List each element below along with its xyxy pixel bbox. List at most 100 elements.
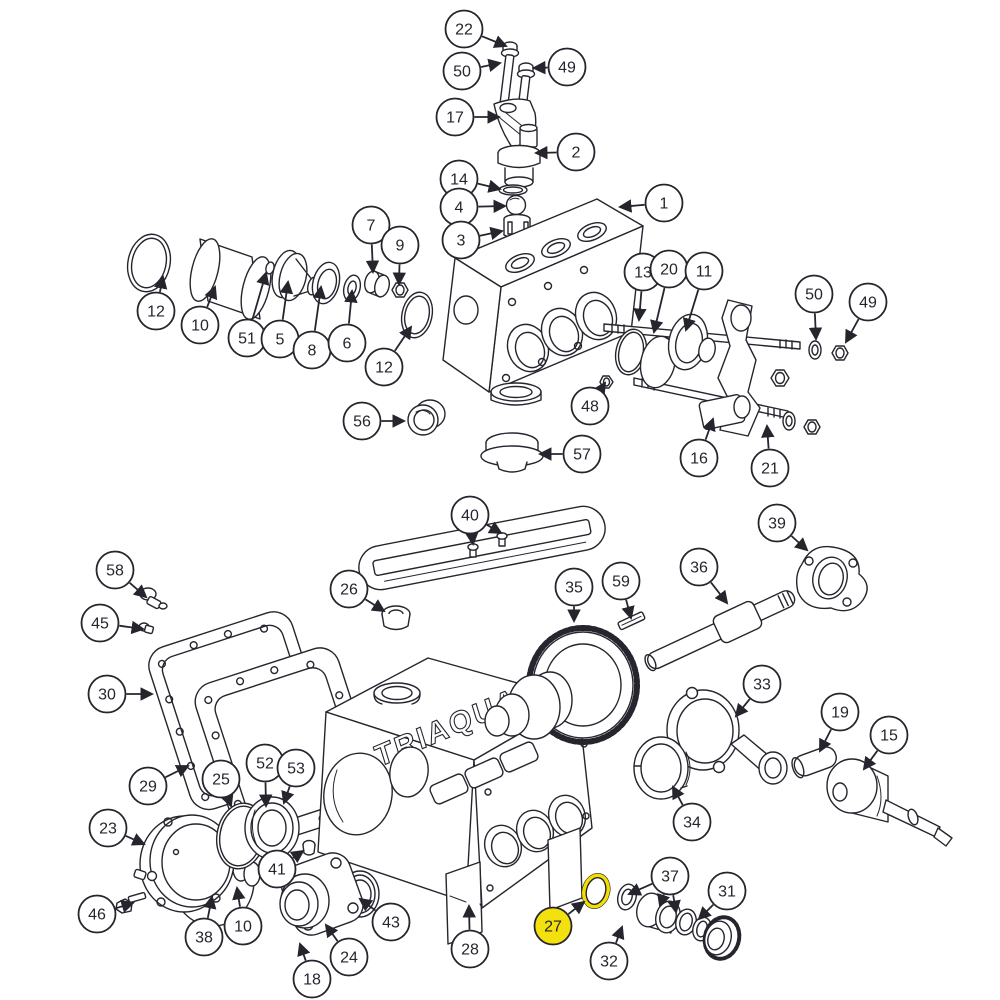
callout-37[interactable]: 37 xyxy=(627,856,690,914)
callout-46-bubble[interactable] xyxy=(77,894,117,934)
callout-39-bubble[interactable] xyxy=(757,503,797,543)
callout-43[interactable]: 43 xyxy=(358,897,411,942)
callout-49[interactable]: 49 xyxy=(531,47,587,87)
callout-37-bubble[interactable] xyxy=(650,856,690,896)
callout-50[interactable]: 50 xyxy=(794,274,834,342)
callout-24-bubble[interactable] xyxy=(329,937,369,977)
callout-22-bubble[interactable] xyxy=(444,9,484,49)
callout-7-bubble[interactable] xyxy=(351,205,391,245)
callout-46[interactable]: 46 xyxy=(77,894,135,934)
callout-16[interactable]: 16 xyxy=(679,417,719,478)
callout-27-bubble[interactable] xyxy=(533,906,573,946)
callout-36[interactable]: 36 xyxy=(679,547,729,605)
callout-9[interactable]: 9 xyxy=(380,225,420,287)
callout-2[interactable]: 2 xyxy=(533,132,596,172)
callout-2-bubble[interactable] xyxy=(556,132,596,172)
callout-26[interactable]: 26 xyxy=(329,569,386,613)
callout-36-bubble[interactable] xyxy=(679,547,719,587)
callout-50[interactable]: 50 xyxy=(442,51,502,91)
callout-23-bubble[interactable] xyxy=(88,808,128,848)
callout-13[interactable]: 13 xyxy=(623,252,663,323)
callout-34-bubble[interactable] xyxy=(672,802,712,842)
callout-7[interactable]: 7 xyxy=(351,205,391,275)
callout-45-bubble[interactable] xyxy=(80,603,120,643)
callout-31-bubble[interactable] xyxy=(707,871,747,911)
callout-6[interactable]: 6 xyxy=(327,288,367,363)
callout-41[interactable]: 41 xyxy=(257,849,305,889)
callout-38[interactable]: 38 xyxy=(184,895,224,957)
callout-12-bubble[interactable] xyxy=(136,291,176,331)
callout-18-bubble[interactable] xyxy=(292,959,332,999)
callout-43-bubble[interactable] xyxy=(371,902,411,942)
callout-17[interactable]: 17 xyxy=(435,97,502,137)
callout-39[interactable]: 39 xyxy=(757,503,809,552)
callout-50-bubble[interactable] xyxy=(442,51,482,91)
callout-15[interactable]: 15 xyxy=(862,715,909,771)
callout-28[interactable]: 28 xyxy=(450,903,490,969)
callout-6-bubble[interactable] xyxy=(327,323,367,363)
callout-28-bubble[interactable] xyxy=(450,929,490,969)
callout-10[interactable]: 10 xyxy=(223,886,263,946)
callout-10-bubble[interactable] xyxy=(180,305,220,345)
callout-45[interactable]: 45 xyxy=(80,603,146,643)
callout-50-bubble[interactable] xyxy=(794,274,834,314)
callout-12[interactable]: 12 xyxy=(364,325,413,387)
callout-22[interactable]: 22 xyxy=(444,9,508,49)
callout-15-bubble[interactable] xyxy=(869,715,909,755)
callout-56-bubble[interactable] xyxy=(342,401,382,441)
callout-5[interactable]: 5 xyxy=(260,279,300,359)
callout-29[interactable]: 29 xyxy=(128,765,190,806)
callout-32[interactable]: 32 xyxy=(589,925,629,981)
callout-14[interactable]: 14 xyxy=(439,159,502,199)
callout-19-bubble[interactable] xyxy=(820,692,860,732)
callout-49[interactable]: 49 xyxy=(845,282,888,344)
callout-27[interactable]: 27 xyxy=(533,900,586,946)
callout-11[interactable]: 11 xyxy=(682,251,724,332)
callout-41-bubble[interactable] xyxy=(257,849,297,889)
callout-21-bubble[interactable] xyxy=(750,448,790,488)
callout-30[interactable]: 30 xyxy=(87,674,155,714)
callout-23[interactable]: 23 xyxy=(88,808,146,848)
callout-35[interactable]: 35 xyxy=(554,567,594,624)
callout-40[interactable]: 40 xyxy=(450,495,503,547)
callout-10-bubble[interactable] xyxy=(223,906,263,946)
callout-38-bubble[interactable] xyxy=(184,917,224,957)
callout-3[interactable]: 3 xyxy=(441,220,504,260)
callout-48[interactable]: 48 xyxy=(570,381,610,426)
callout-58-bubble[interactable] xyxy=(95,550,135,590)
callout-59-bubble[interactable] xyxy=(601,561,641,601)
callout-1[interactable]: 1 xyxy=(617,183,684,223)
callout-34[interactable]: 34 xyxy=(672,785,712,842)
callout-12[interactable]: 12 xyxy=(136,275,176,331)
callout-53[interactable]: 53 xyxy=(276,748,316,805)
callout-26-bubble[interactable] xyxy=(329,569,369,609)
callout-40-bubble[interactable] xyxy=(450,495,490,535)
callout-12-bubble[interactable] xyxy=(364,347,404,387)
callout-33[interactable]: 33 xyxy=(734,664,782,718)
callout-59[interactable]: 59 xyxy=(601,561,641,620)
callout-4[interactable]: 4 xyxy=(439,187,508,227)
callout-25-bubble[interactable] xyxy=(201,759,241,799)
callout-24[interactable]: 24 xyxy=(324,923,369,977)
callout-3-bubble[interactable] xyxy=(441,220,481,260)
callout-35-bubble[interactable] xyxy=(554,567,594,607)
callout-18[interactable]: 18 xyxy=(292,942,332,999)
callout-48-bubble[interactable] xyxy=(570,386,610,426)
callout-57-bubble[interactable] xyxy=(562,434,602,474)
callout-9-bubble[interactable] xyxy=(380,225,420,265)
callout-57[interactable]: 57 xyxy=(537,434,602,474)
callout-53-bubble[interactable] xyxy=(276,748,316,788)
callout-51[interactable]: 51 xyxy=(227,271,270,358)
callout-49-bubble[interactable] xyxy=(547,47,587,87)
callout-49-bubble[interactable] xyxy=(848,282,888,322)
callout-17-bubble[interactable] xyxy=(435,97,475,137)
callout-1-bubble[interactable] xyxy=(644,183,684,223)
callout-11-bubble[interactable] xyxy=(684,251,724,291)
callout-29-bubble[interactable] xyxy=(128,766,168,806)
callout-16-bubble[interactable] xyxy=(679,438,719,478)
callout-58[interactable]: 58 xyxy=(95,550,148,599)
callout-19[interactable]: 19 xyxy=(819,692,860,753)
callout-21[interactable]: 21 xyxy=(750,423,790,488)
callout-31[interactable]: 31 xyxy=(697,871,747,921)
callout-56[interactable]: 56 xyxy=(342,401,407,441)
